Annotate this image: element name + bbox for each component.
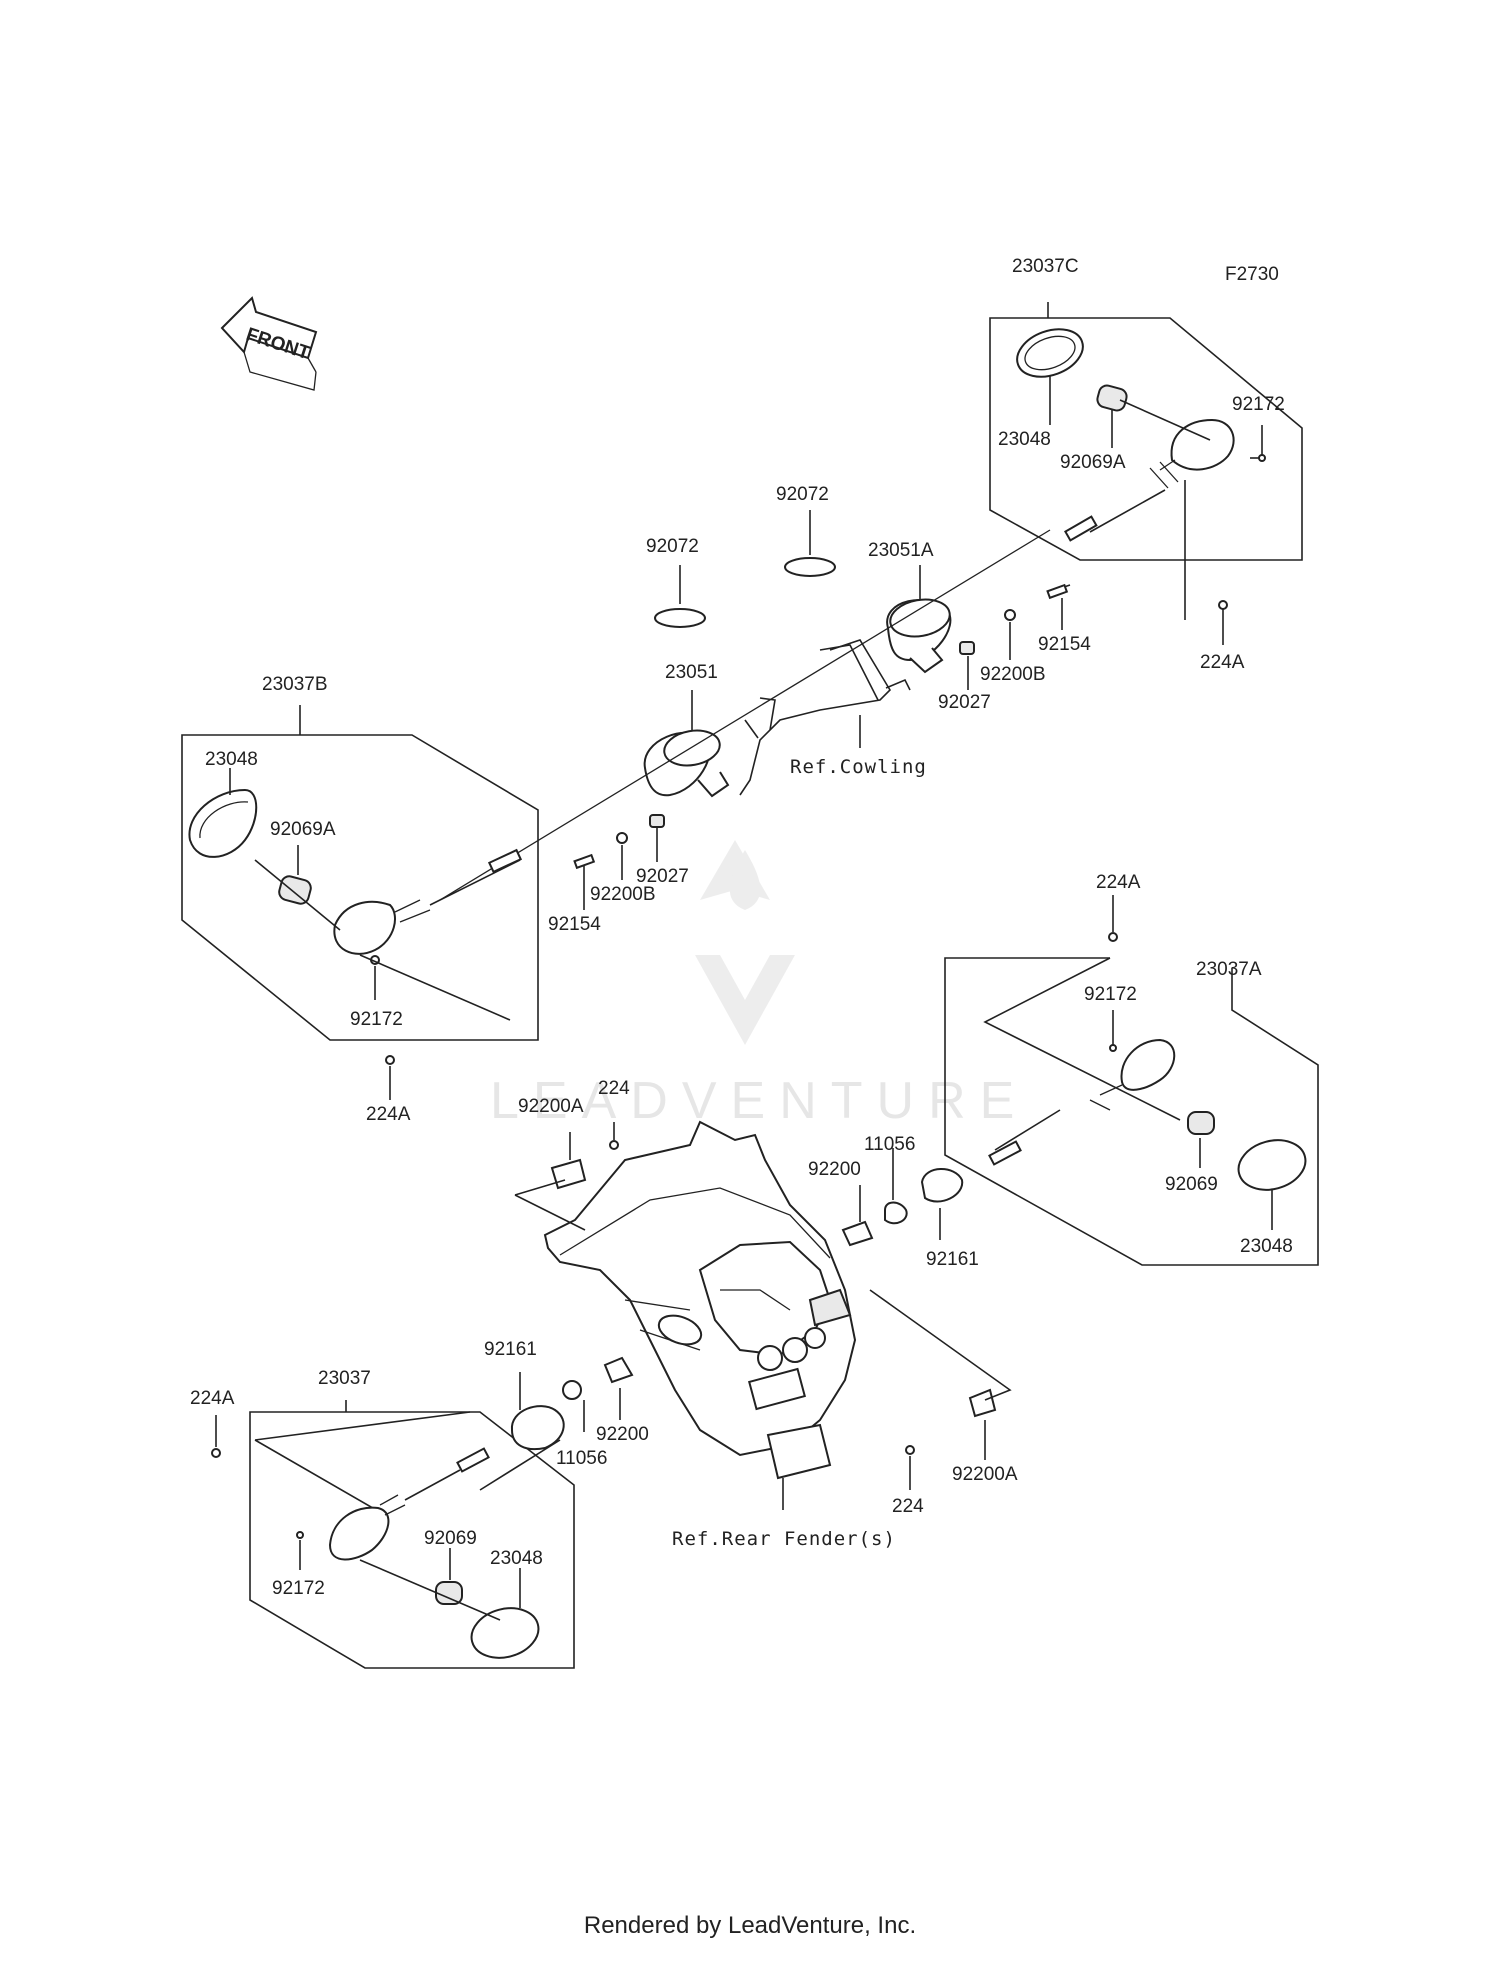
front-arrow: FRONT bbox=[220, 296, 318, 391]
label-23048-a: 23048 bbox=[1240, 1236, 1293, 1257]
label-92154-r: 92154 bbox=[1038, 634, 1091, 655]
label-92027-l: 92027 bbox=[636, 866, 689, 887]
label-92161-l: 92161 bbox=[484, 1339, 537, 1360]
label-92200b-l: 92200B bbox=[590, 884, 656, 905]
label-92154-l: 92154 bbox=[548, 914, 601, 935]
rear-fender-assembly: Ref.Rear Fender(s) 92200A 224 11056 9220… bbox=[514, 1078, 1018, 1550]
label-23048-d: 23048 bbox=[490, 1548, 543, 1569]
label-11056-t: 11056 bbox=[864, 1134, 915, 1155]
label-23051a: 23051A bbox=[868, 540, 934, 561]
label-224-t: 224 bbox=[598, 1078, 630, 1099]
label-92069-d: 92069 bbox=[424, 1528, 477, 1549]
label-23048-b: 23048 bbox=[205, 749, 258, 770]
label-92172-d: 92172 bbox=[272, 1578, 325, 1599]
label-92172-b: 92172 bbox=[350, 1009, 403, 1030]
turn-signal-assy-23037a: 224A 23037A 92172 92069 23048 bbox=[944, 872, 1319, 1266]
ref-rear-fender: Ref.Rear Fender(s) bbox=[672, 1528, 896, 1550]
ref-cowling: Ref.Cowling bbox=[790, 756, 927, 778]
label-92172-c: 92172 bbox=[1232, 394, 1285, 415]
label-11056-b: 11056 bbox=[556, 1448, 607, 1469]
leadventure-watermark: LEADVENTURE bbox=[490, 840, 1028, 1130]
label-23037b: 23037B bbox=[262, 674, 328, 695]
label-92200-t: 92200 bbox=[808, 1159, 861, 1180]
label-92200a-t: 92200A bbox=[518, 1096, 584, 1117]
turn-signal-assy-23037: 23037 224A 92161 11056 92069 23048 92172 bbox=[190, 1339, 607, 1669]
label-92069-a: 92069 bbox=[1165, 1174, 1218, 1195]
label-23051: 23051 bbox=[665, 662, 718, 683]
label-92072-r: 92072 bbox=[776, 484, 829, 505]
label-23037: 23037 bbox=[318, 1368, 371, 1389]
label-23048-c: 23048 bbox=[998, 429, 1051, 450]
label-23037c: 23037C bbox=[1012, 256, 1079, 277]
mount-brackets: 92072 92072 23051A Ref.Cowling 23051 920… bbox=[439, 484, 1091, 935]
watermark-text: LEADVENTURE bbox=[490, 1072, 1028, 1130]
label-92200-b: 92200 bbox=[596, 1424, 649, 1445]
label-92161-r: 92161 bbox=[926, 1249, 979, 1270]
label-224a-a: 224A bbox=[1096, 872, 1141, 893]
turn-signal-assy-23037b: 23037B 23048 92069A 92172 224A bbox=[181, 674, 539, 1125]
label-224a-c: 224A bbox=[1200, 652, 1245, 673]
figure-code: F2730 bbox=[1225, 264, 1279, 285]
turn-signal-assy-23037c: 23037C 23048 92069A 92172 224A bbox=[989, 256, 1303, 673]
label-92072-l: 92072 bbox=[646, 536, 699, 557]
label-92200a-b: 92200A bbox=[952, 1464, 1018, 1485]
label-23037a: 23037A bbox=[1196, 959, 1262, 980]
label-92027-r: 92027 bbox=[938, 692, 991, 713]
label-92172-a: 92172 bbox=[1084, 984, 1137, 1005]
label-224a-d: 224A bbox=[190, 1388, 235, 1409]
footer-credit: Rendered by LeadVenture, Inc. bbox=[583, 1912, 917, 1939]
label-224-b: 224 bbox=[892, 1496, 924, 1517]
label-92069a-c: 92069A bbox=[1060, 452, 1126, 473]
label-92069a-b: 92069A bbox=[270, 819, 336, 840]
label-92200b-r: 92200B bbox=[980, 664, 1046, 685]
label-224a-b: 224A bbox=[366, 1104, 411, 1125]
